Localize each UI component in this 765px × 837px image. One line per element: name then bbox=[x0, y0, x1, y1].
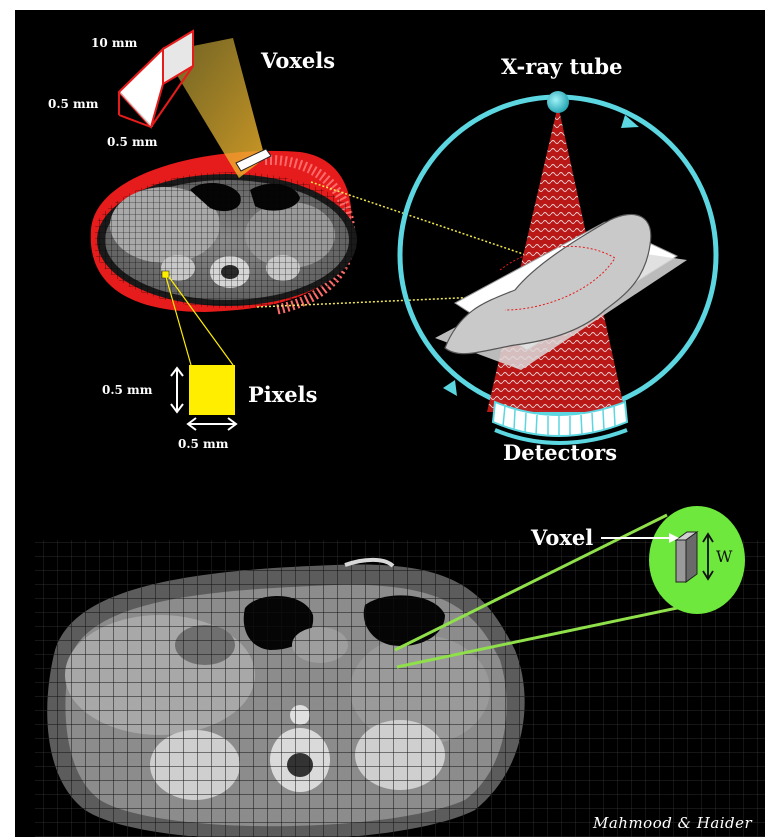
voxel-label: Voxel bbox=[531, 525, 593, 550]
small-ct-slice bbox=[91, 151, 365, 312]
ct-voxel-diagram: Voxels 10 mm 0.5 mm 0.5 mm X-ray tube Pi… bbox=[15, 10, 765, 837]
pixel-height-arrow bbox=[171, 368, 183, 412]
ct-gantry bbox=[400, 91, 716, 443]
xray-tube-icon bbox=[547, 91, 569, 113]
detectors-label: Detectors bbox=[503, 440, 617, 465]
voxel-height-label: 10 mm bbox=[91, 36, 137, 50]
w-label: W bbox=[716, 547, 732, 566]
voxels-label: Voxels bbox=[261, 48, 335, 73]
xray-tube-label: X-ray tube bbox=[501, 54, 622, 79]
signature: Mahmood & Haider bbox=[593, 814, 752, 832]
pixel-width-label: 0.5 mm bbox=[178, 437, 228, 451]
pixel-marker bbox=[162, 271, 169, 278]
voxel-width-label: 0.5 mm bbox=[48, 97, 98, 111]
pixel-square bbox=[189, 365, 235, 415]
voxel-depth-label: 0.5 mm bbox=[107, 135, 157, 149]
pixels-label: Pixels bbox=[248, 382, 317, 407]
pixel-width-arrow bbox=[188, 418, 236, 430]
pixel-height-label: 0.5 mm bbox=[102, 383, 152, 397]
